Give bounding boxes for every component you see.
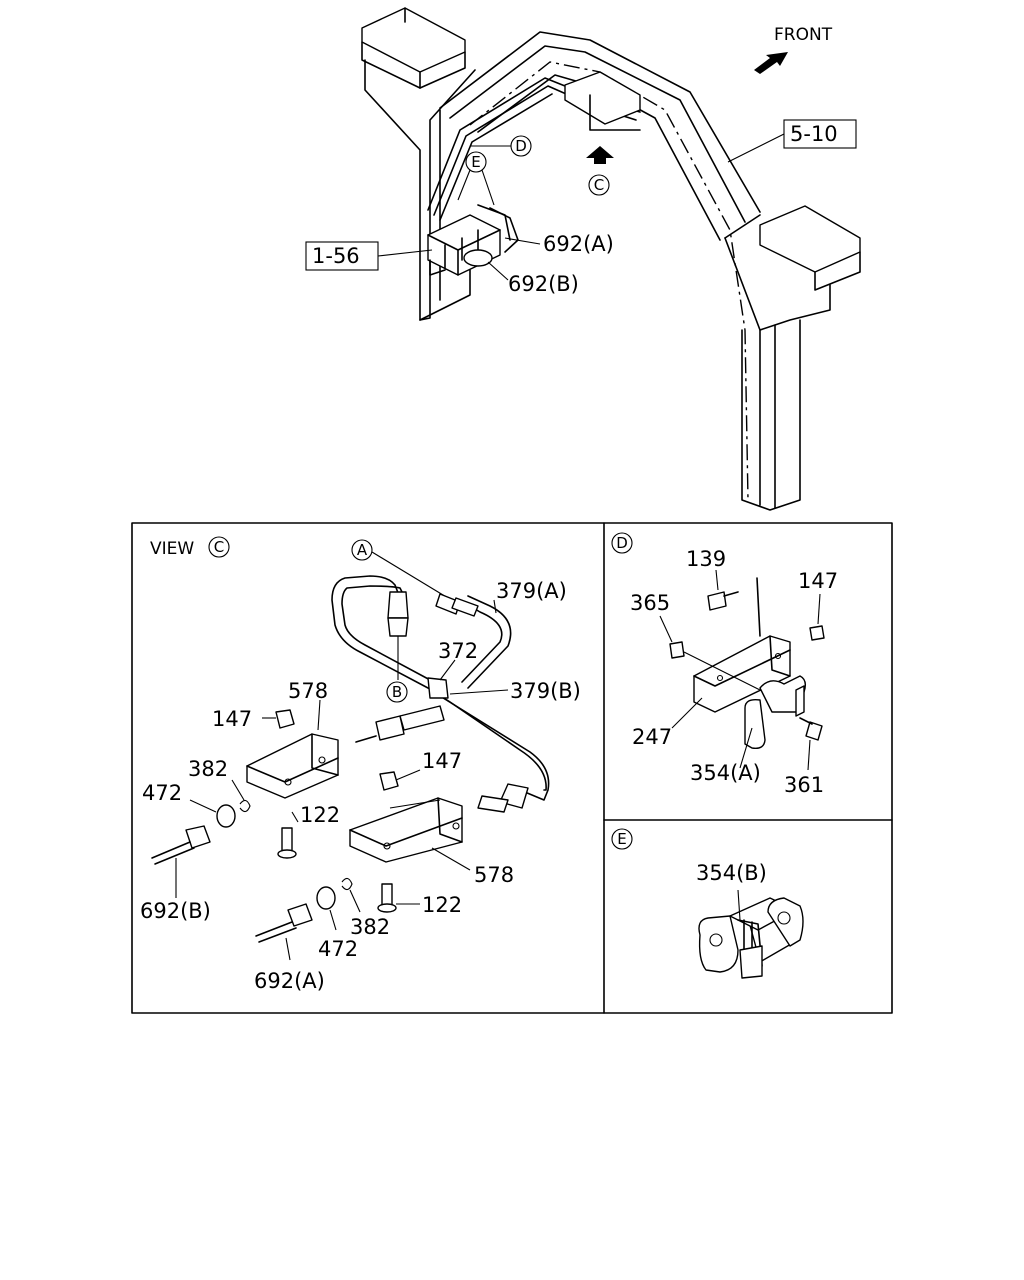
left-pillar-cap bbox=[361, 7, 466, 73]
pipe-379a bbox=[331, 575, 547, 791]
callout-b: B bbox=[392, 683, 402, 701]
ref-5-10-label: 5-10 bbox=[790, 122, 838, 146]
label-147-right: 147 bbox=[422, 749, 462, 773]
callout-e: E bbox=[471, 153, 480, 171]
label-379b: 379(B) bbox=[510, 679, 581, 703]
label-354b: 354(B) bbox=[696, 861, 767, 885]
detail-panels-frame bbox=[131, 522, 893, 1014]
clamp-354b bbox=[698, 897, 804, 979]
callout-d: D bbox=[515, 137, 527, 155]
arch-frame-outer bbox=[439, 31, 761, 213]
left-pillar bbox=[364, 59, 476, 321]
label-382-bottom: 382 bbox=[350, 915, 390, 939]
right-pillar bbox=[741, 319, 801, 511]
valve-block bbox=[427, 204, 519, 276]
right-pillar-cap bbox=[759, 205, 861, 273]
label-692a-detail: 692(A) bbox=[254, 969, 325, 993]
label-147-d: 147 bbox=[798, 569, 838, 593]
bracket-578-top bbox=[246, 733, 339, 799]
hose-692a bbox=[287, 903, 313, 927]
label-472-bottom: 472 bbox=[318, 937, 358, 961]
label-578-top: 578 bbox=[288, 679, 328, 703]
label-122-top: 122 bbox=[300, 803, 340, 827]
label-365: 365 bbox=[630, 591, 670, 615]
ref-1-56-label: 1-56 bbox=[312, 244, 360, 268]
label-354a: 354(A) bbox=[690, 761, 761, 785]
arch-frame-dashed bbox=[469, 61, 749, 501]
label-472-top: 472 bbox=[142, 781, 182, 805]
label-692b-detail: 692(B) bbox=[140, 899, 211, 923]
label-122-bottom: 122 bbox=[422, 893, 462, 917]
view-c-arrow-icon bbox=[586, 146, 614, 164]
callout-a: A bbox=[357, 541, 368, 559]
view-c-title-circle: C bbox=[214, 538, 224, 556]
view-d-title-circle: D bbox=[616, 534, 628, 552]
label-692a-overview: 692(A) bbox=[543, 232, 614, 256]
view-d-panel: D 139 147 365 247 354(A) 361 bbox=[611, 532, 838, 797]
label-692b-overview: 692(B) bbox=[508, 272, 579, 296]
hose-692b bbox=[185, 825, 211, 849]
label-372: 372 bbox=[438, 639, 478, 663]
label-382-top: 382 bbox=[188, 757, 228, 781]
label-139: 139 bbox=[686, 547, 726, 571]
view-c-title: VIEW bbox=[150, 539, 194, 559]
cab-frame-overview: FRONT 5-10 1-56 D E C 692(A) 692(B) bbox=[305, 7, 861, 511]
label-247: 247 bbox=[632, 725, 672, 749]
callout-c: C bbox=[594, 176, 604, 194]
label-578-bottom: 578 bbox=[474, 863, 514, 887]
view-e-title-circle: E bbox=[617, 830, 626, 848]
label-147-left: 147 bbox=[212, 707, 252, 731]
label-361: 361 bbox=[784, 773, 824, 797]
front-label: FRONT bbox=[774, 25, 833, 45]
view-c-panel: VIEW C A B 372 379(A) 379(B) bbox=[140, 536, 581, 993]
label-379a: 379(A) bbox=[496, 579, 567, 603]
front-arrow-icon bbox=[754, 52, 788, 74]
view-e-panel: E 354(B) bbox=[611, 828, 804, 979]
bracket-578-bottom bbox=[349, 797, 463, 863]
clip-372 bbox=[427, 677, 449, 699]
